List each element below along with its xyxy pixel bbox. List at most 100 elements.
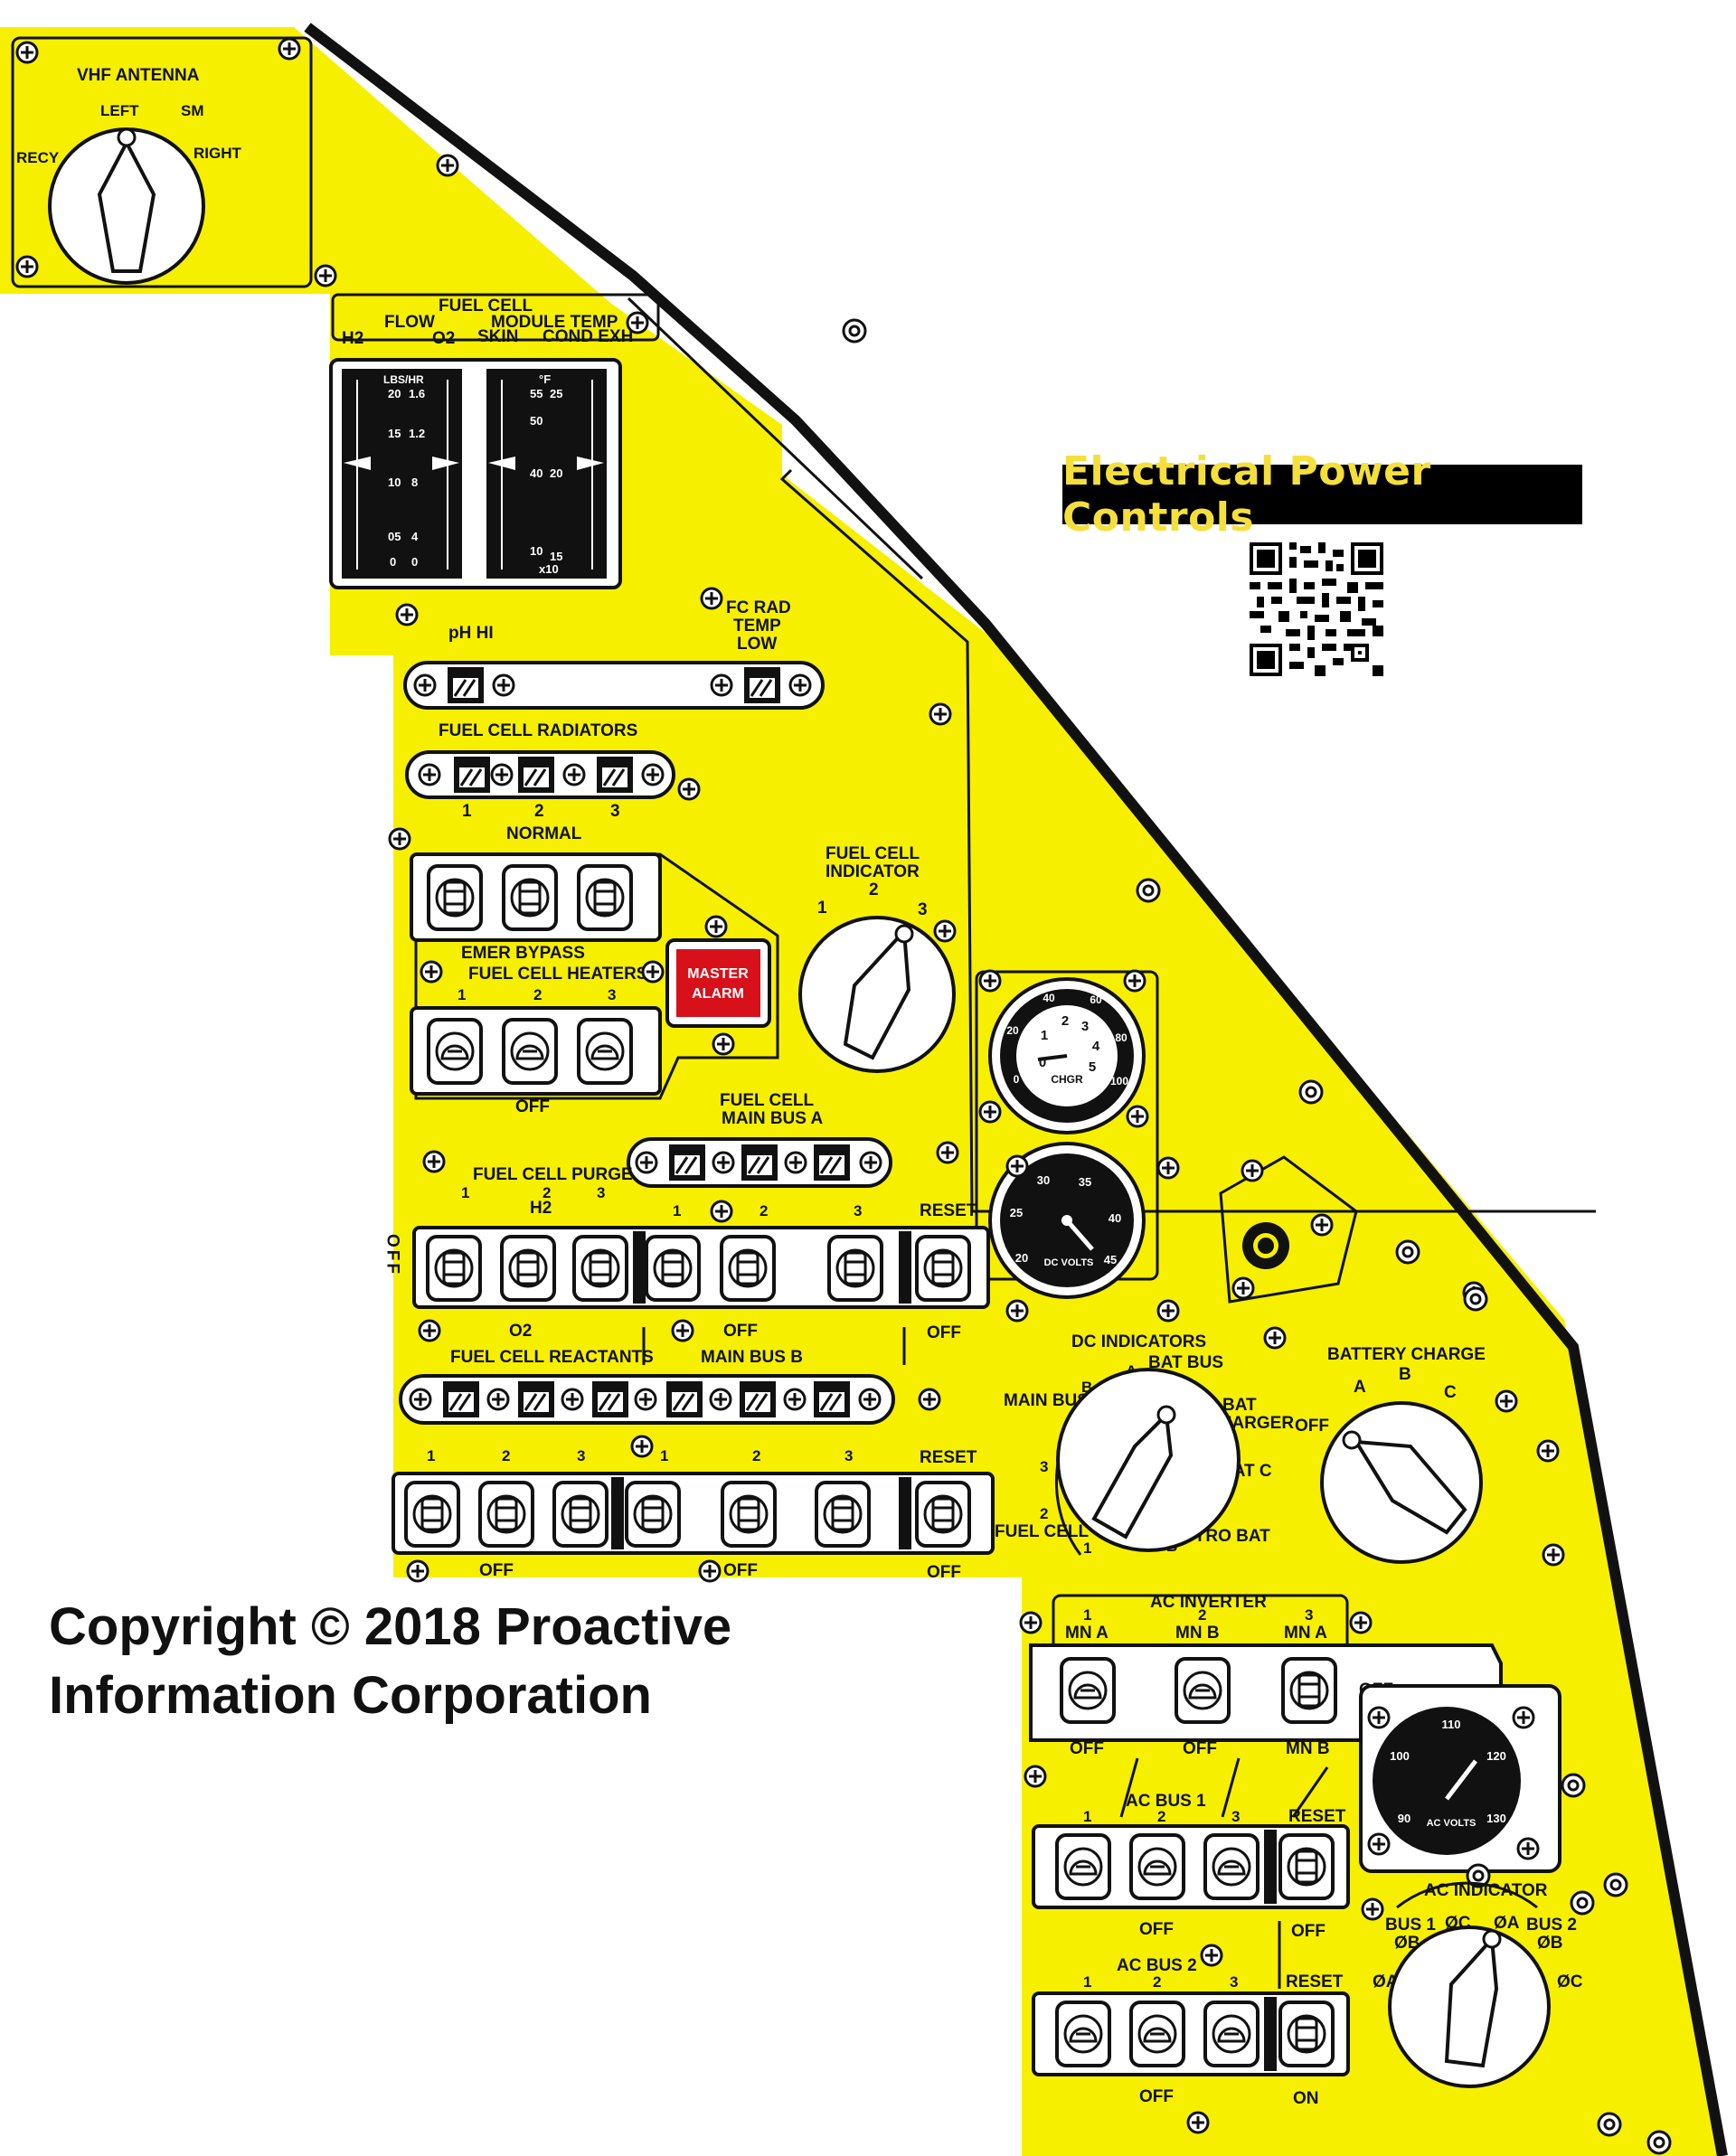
dc-volts-meter: 20 25 30 35 40 45 DC VOLTS bbox=[988, 1142, 1146, 1299]
svg-text:AC VOLTS: AC VOLTS bbox=[1427, 1818, 1477, 1829]
ac-indicator-rotary-switch[interactable] bbox=[1388, 1925, 1551, 2088]
svg-text:20: 20 bbox=[1006, 1024, 1019, 1037]
svg-text:0: 0 bbox=[1039, 1055, 1046, 1070]
vhf-pos-right: RIGHT bbox=[193, 145, 242, 162]
heater-switch-2[interactable] bbox=[502, 1018, 558, 1085]
dc-indicators-rotary-switch[interactable] bbox=[1056, 1368, 1241, 1552]
bus-b-reset-switch[interactable] bbox=[915, 1481, 971, 1548]
svg-text:100: 100 bbox=[1110, 1075, 1128, 1087]
ac-bus-2-switch-2[interactable] bbox=[1129, 2001, 1185, 2067]
bus-a-switch-2[interactable] bbox=[720, 1235, 776, 1302]
ac-inverter-switch-3[interactable] bbox=[1281, 1657, 1337, 1724]
purge-switch-h2-2[interactable] bbox=[500, 1235, 556, 1302]
svg-text:0: 0 bbox=[390, 555, 396, 569]
svg-text:3: 3 bbox=[577, 1447, 585, 1464]
svg-text:0: 0 bbox=[1014, 1073, 1020, 1086]
svg-text:MN B: MN B bbox=[1175, 1624, 1220, 1643]
vhf-pos-recy: RECY bbox=[16, 149, 60, 166]
page-title-badge: Electrical Power Controls bbox=[1062, 448, 1582, 541]
svg-text:RESET: RESET bbox=[1286, 1972, 1344, 1991]
svg-text:15: 15 bbox=[550, 550, 562, 563]
fuel-cell-indicator-rotary-switch[interactable] bbox=[798, 916, 956, 1073]
reactant-switch-2[interactable] bbox=[478, 1481, 534, 1548]
ac-bus-2-switch-3[interactable] bbox=[1203, 2001, 1260, 2067]
ac-bus-1-switch-1[interactable] bbox=[1055, 1833, 1111, 1900]
svg-text:°F: °F bbox=[539, 372, 551, 386]
fc-indicator-l2: INDICATOR bbox=[826, 862, 920, 881]
bus-b-switch-3[interactable] bbox=[815, 1481, 871, 1548]
ac-bus-1-switch-2[interactable] bbox=[1129, 1833, 1185, 1900]
svg-text:1: 1 bbox=[458, 986, 466, 1003]
bus-a-reset-label: RESET bbox=[920, 1201, 977, 1220]
purge-bus-a-section: FUEL CELL PURGE 1 2 3 H2 1 2 3 RESET OFF… bbox=[383, 1150, 990, 1367]
reactant-switch-3[interactable] bbox=[552, 1481, 609, 1548]
ac-inverter-switch-1[interactable] bbox=[1060, 1657, 1116, 1724]
bus-a-switch-3[interactable] bbox=[827, 1235, 883, 1302]
bus-b-reset-off-label: OFF bbox=[927, 1563, 961, 1582]
svg-text:CHGR: CHGR bbox=[1051, 1073, 1083, 1086]
heater-switch-1[interactable] bbox=[427, 1018, 483, 1085]
ac-bus-2-reset-switch[interactable] bbox=[1278, 2001, 1335, 2067]
purge-h2-label: H2 bbox=[530, 1199, 552, 1218]
svg-text:5: 5 bbox=[1089, 1059, 1096, 1075]
h2-label: H2 bbox=[342, 329, 363, 348]
svg-text:3: 3 bbox=[597, 1184, 605, 1201]
reactants-off-label: OFF bbox=[479, 1561, 514, 1580]
svg-text:120: 120 bbox=[1486, 1749, 1506, 1763]
qr-code[interactable] bbox=[1250, 542, 1383, 676]
bus-b-off-label: OFF bbox=[723, 1561, 758, 1580]
svg-text:OFF: OFF bbox=[1295, 1417, 1329, 1436]
radiator-2-talkback bbox=[516, 755, 556, 795]
fuel-cell-radiators-section: FUEL CELL RADIATORS 1 2 3 NORMAL bbox=[388, 702, 952, 851]
svg-text:20: 20 bbox=[550, 466, 562, 480]
svg-text:B: B bbox=[1399, 1365, 1411, 1384]
ac-bus-1-switch-3[interactable] bbox=[1203, 1833, 1260, 1900]
dc-amps-meter: 0 20 40 60 80 100 0 1 2 3 4 5 CHGR DC AM… bbox=[988, 977, 1146, 1134]
reactants-bus-b-section: 1 2 3 1 2 3 RESET OFF OFF OFF bbox=[392, 1435, 995, 1583]
radiator-3-talkback bbox=[595, 755, 635, 795]
svg-text:MAIN BUS: MAIN BUS bbox=[1004, 1391, 1089, 1410]
fc-purge-title: FUEL CELL PURGE bbox=[473, 1165, 633, 1184]
master-alarm-button[interactable]: MASTER ALARM bbox=[665, 938, 771, 1028]
ac-bus-2-switch-1[interactable] bbox=[1055, 2001, 1111, 2067]
svg-text:DC VOLTS: DC VOLTS bbox=[1044, 1257, 1094, 1268]
heater-switch-3[interactable] bbox=[577, 1018, 633, 1085]
battery-charge-rotary-switch[interactable] bbox=[1320, 1401, 1483, 1564]
vhf-antenna-title: VHF ANTENNA bbox=[77, 66, 200, 85]
purge-switch-h2-1[interactable] bbox=[426, 1235, 482, 1302]
radiator-switch-3[interactable] bbox=[577, 864, 633, 931]
svg-text:RESET: RESET bbox=[1288, 1807, 1346, 1826]
svg-text:2: 2 bbox=[542, 1184, 551, 1201]
ac-inverter-switch-2[interactable] bbox=[1175, 1657, 1231, 1724]
bus-a-switch-1[interactable] bbox=[645, 1235, 701, 1302]
radiator-switch-2[interactable] bbox=[502, 864, 558, 931]
svg-text:MASTER: MASTER bbox=[687, 966, 749, 982]
svg-text:OFF: OFF bbox=[1070, 1739, 1104, 1758]
fc-radiators-title: FUEL CELL RADIATORS bbox=[439, 721, 637, 740]
svg-text:20: 20 bbox=[1015, 1251, 1028, 1265]
svg-text:35: 35 bbox=[1079, 1175, 1091, 1189]
vhf-pos-sm: SM bbox=[181, 102, 204, 119]
svg-text:2: 2 bbox=[534, 802, 544, 821]
reactant-switch-1[interactable] bbox=[404, 1481, 460, 1548]
svg-text:90: 90 bbox=[1398, 1812, 1410, 1825]
ac-bus-1-reset-off-label: OFF bbox=[1291, 1922, 1326, 1941]
svg-text:20: 20 bbox=[388, 387, 401, 400]
svg-text:1: 1 bbox=[817, 899, 827, 918]
bus-b-switch-1[interactable] bbox=[625, 1481, 681, 1548]
ac-bus-1-section: AC BUS 1 1 2 3 RESET OFF OFF bbox=[1032, 1757, 1350, 1989]
svg-text:2: 2 bbox=[1061, 1013, 1069, 1029]
vhf-antenna-rotary-switch[interactable] bbox=[48, 127, 205, 285]
radiator-1-talkback bbox=[452, 755, 492, 795]
svg-text:1: 1 bbox=[427, 1447, 435, 1464]
radiator-switch-1[interactable] bbox=[427, 864, 483, 931]
bus-b-switch-2[interactable] bbox=[721, 1481, 777, 1548]
svg-text:1: 1 bbox=[1083, 1606, 1091, 1624]
ac-bus-1-reset-switch[interactable] bbox=[1278, 1833, 1335, 1900]
bus-a-reset-off-label: OFF bbox=[927, 1323, 961, 1342]
ph-hi-talkback bbox=[446, 665, 486, 705]
purge-switch-h2-3[interactable] bbox=[572, 1235, 628, 1302]
bus-a-reset-switch[interactable] bbox=[915, 1235, 971, 1302]
svg-text:1: 1 bbox=[1041, 1028, 1048, 1043]
